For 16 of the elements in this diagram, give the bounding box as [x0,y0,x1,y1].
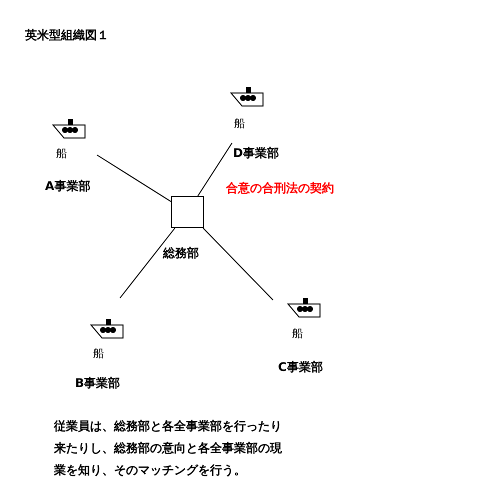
ship-caption: 船 [292,326,303,341]
caption-text: 従業員は、総務部と各全事業部を行ったり来たりし、総務部の意向と各全事業部の現業を知り、そのマッチングを行う。 [54,418,283,479]
ship-caption: 船 [93,346,104,361]
department-label: A事業部 [45,178,90,195]
note-label: 合意の合刑法の契約 [226,180,334,197]
diagram-title: 英米型組織図１ [25,27,109,44]
connector-line [197,142,232,196]
ship-caption: 船 [234,116,245,131]
connector-line [96,154,172,202]
ship-caption: 船 [56,146,67,161]
connector-line [202,228,274,300]
department-label: B事業部 [75,375,120,392]
node-label: 総務部 [163,245,199,262]
connector-line [120,228,176,298]
department-label: D事業部 [233,145,279,162]
department-label: C事業部 [278,359,323,376]
